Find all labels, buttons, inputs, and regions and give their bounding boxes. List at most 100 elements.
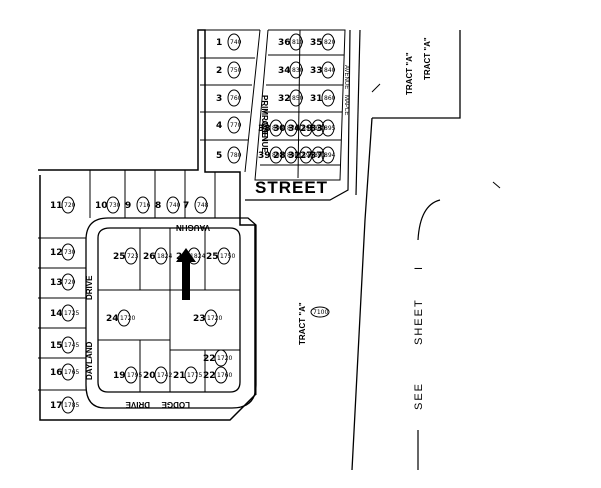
street-maple-label: MAPLE: [343, 95, 349, 115]
lot-tag-oval: [187, 247, 201, 265]
street-dayland-label: DAYLAND: [85, 341, 94, 380]
lot-tag: 1795: [127, 372, 142, 379]
lot-number: 38: [258, 124, 271, 134]
lot-number: 11: [50, 201, 63, 211]
lot-number: 3: [216, 94, 222, 104]
lot-tag-oval: [299, 119, 313, 137]
lot-number: 9: [125, 201, 131, 211]
lot-tag-oval: [289, 61, 303, 79]
lot-tag: 760: [230, 95, 242, 102]
lot-number: 21: [173, 371, 186, 381]
lot-tag-oval: [124, 366, 138, 384]
lot-tag-oval: [284, 146, 298, 164]
lot-tag-oval: [61, 304, 75, 322]
lot-number: 5: [216, 151, 222, 161]
lot-tag-oval: [321, 89, 335, 107]
lot-divisions-inner: [98, 228, 240, 392]
lot-tag: 1720: [120, 315, 135, 322]
tract-tag: 7100: [313, 309, 328, 316]
lot-tag: 1824: [157, 253, 172, 260]
lot-number: 29: [300, 124, 313, 134]
lot-tag: 720: [64, 279, 76, 286]
lot-tag-oval: [154, 366, 168, 384]
tract-a-label-top: TRACT "A": [405, 52, 414, 95]
lot-number: 7: [183, 201, 189, 211]
subdivision-boundary: [38, 29, 256, 421]
lot-number: 13: [50, 278, 63, 288]
lot-number: 33: [310, 66, 323, 76]
lot-number: 14: [50, 309, 63, 319]
lot-tag-oval: [217, 247, 231, 265]
lot-number: 20: [143, 371, 156, 381]
tract-a-label-right: TRACT "A": [423, 37, 432, 80]
sheet-label: SHEET: [413, 298, 425, 345]
lot-tag-oval: [61, 363, 75, 381]
lot-tag: 892: [272, 152, 284, 159]
lot-number: 34: [288, 124, 301, 134]
lot-tag-oval: [321, 61, 335, 79]
lot-tag: 1725: [64, 310, 79, 317]
north-arrow-icon: [176, 248, 196, 300]
sheet-number-label: I: [413, 265, 425, 270]
lot-tag-oval: [321, 119, 335, 137]
lot-tag-oval: [214, 349, 228, 367]
lot-tag-oval: [194, 196, 208, 214]
lot-tag: 1824: [190, 253, 205, 260]
lot-block-top-right: [254, 29, 346, 181]
lot-number: 27: [176, 252, 189, 262]
lot-tag-oval: [124, 247, 138, 265]
lot-number: 30: [273, 124, 286, 134]
lot-number: 34: [278, 66, 291, 76]
lot-tag: 1720: [207, 315, 222, 322]
lot-tag-oval: [61, 243, 75, 261]
lot-tag-oval: [299, 146, 313, 164]
lot-tag: 1745: [64, 342, 79, 349]
lot-tag-oval: [61, 396, 75, 414]
lot-tag: 740: [230, 39, 242, 46]
see-sheet-bracket: [417, 199, 441, 241]
lot-tag: 870: [287, 125, 299, 132]
lot-tag: 716: [139, 202, 151, 209]
lot-tag: 780: [230, 152, 242, 159]
lot-number: 28: [273, 151, 286, 161]
lot-number: 27: [300, 151, 313, 161]
lot-2: 9 716: [125, 196, 151, 214]
lot-number: 16: [50, 368, 63, 378]
lot-number: 23: [193, 314, 206, 324]
lot-number: 22: [203, 371, 216, 381]
lot-number: 8: [155, 201, 161, 211]
street-vaughn-label: VAUGHN: [176, 223, 210, 232]
street-avenue-label: AVENUE: [260, 120, 269, 153]
lot-number: 17: [50, 401, 63, 411]
lot-tag: 730: [109, 202, 121, 209]
lot-tag: 891: [314, 152, 326, 159]
lot-tag: 1742: [157, 372, 172, 379]
lot-number: 1: [216, 38, 222, 48]
street-avenue-prefix-label: PRIMROSE: [260, 95, 269, 138]
lot-number: 37: [310, 151, 323, 161]
lot-tag-oval: [227, 146, 241, 164]
lot-tag: 896: [302, 152, 314, 159]
lot-tag-oval: [321, 33, 335, 51]
lot-number: 19: [113, 371, 126, 381]
lot-number: 25: [113, 252, 126, 262]
